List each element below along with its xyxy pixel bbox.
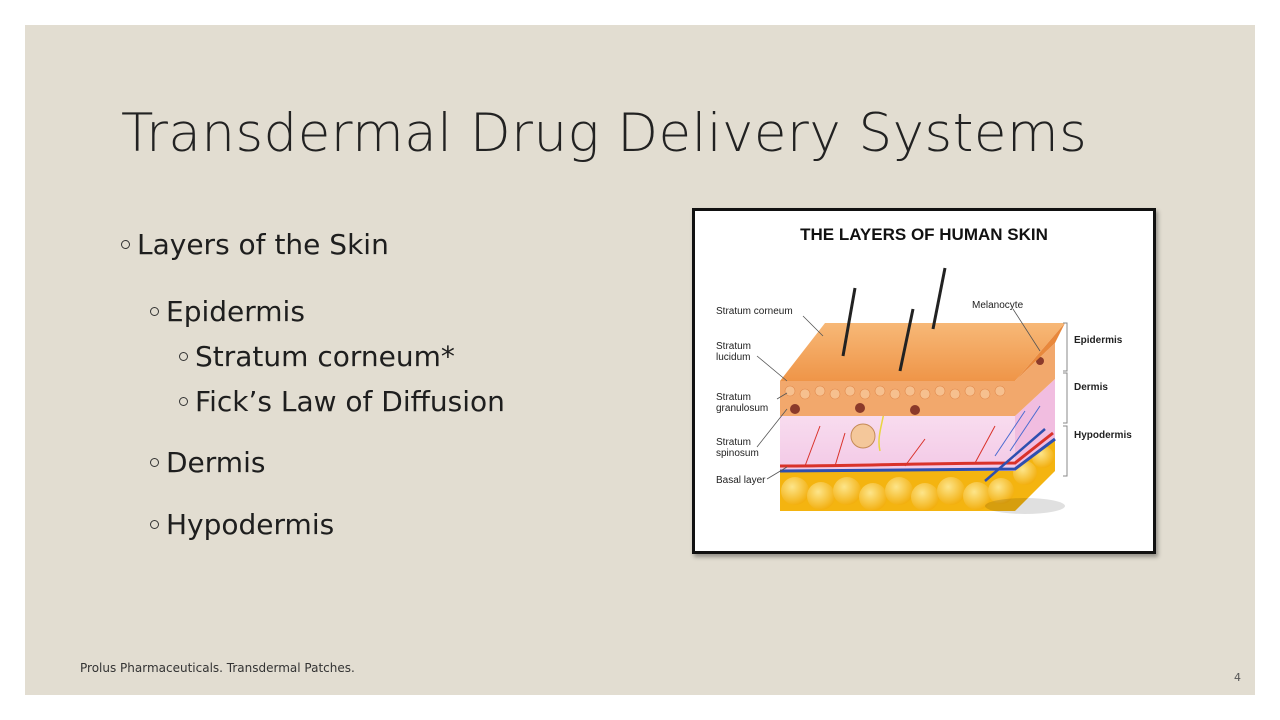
bullet-stratum-corneum: Stratum corneum* — [179, 340, 455, 373]
bullet-epidermis: Epidermis — [150, 295, 305, 328]
slide-title: Transdermal Drug Delivery Systems — [121, 103, 1088, 164]
bullet-circle-icon — [150, 458, 159, 467]
bullet-circle-icon — [150, 307, 159, 316]
bullet-circle-icon — [121, 240, 130, 249]
figure-title: THE LAYERS OF HUMAN SKIN — [800, 225, 1048, 244]
bullet-circle-icon — [179, 352, 188, 361]
label-stratum-spinosum: Stratum spinosum — [716, 437, 759, 459]
skin-cross-section-illustration — [756, 267, 1068, 514]
label-hypodermis: Hypodermis — [1074, 430, 1132, 441]
bullet-dermis: Dermis — [150, 446, 265, 479]
bullet-circle-icon — [150, 520, 159, 529]
label-epidermis: Epidermis — [1074, 335, 1123, 346]
bullet-layers-of-skin: Layers of the Skin — [121, 228, 389, 261]
skin-layers-figure: THE LAYERS OF HUMAN SKIN Stratum corneum… — [692, 208, 1156, 554]
slide: Transdermal Drug Delivery Systems Layers… — [25, 25, 1255, 695]
label-dermis: Dermis — [1074, 382, 1108, 393]
bullet-ficks-law: Fick’s Law of Diffusion — [179, 385, 505, 418]
label-basal-layer: Basal layer — [716, 475, 766, 486]
page-number: 4 — [1234, 671, 1241, 684]
label-stratum-corneum: Stratum corneum — [716, 306, 793, 317]
label-stratum-lucidum: Stratum lucidum — [716, 341, 752, 363]
bullet-hypodermis: Hypodermis — [150, 508, 334, 541]
slide-footer-citation: Prolus Pharmaceuticals. Transdermal Patc… — [80, 661, 355, 675]
bullet-circle-icon — [179, 397, 188, 406]
label-stratum-granulosum: Stratum granulosum — [716, 392, 769, 414]
label-melanocyte: Melanocyte — [972, 300, 1024, 311]
